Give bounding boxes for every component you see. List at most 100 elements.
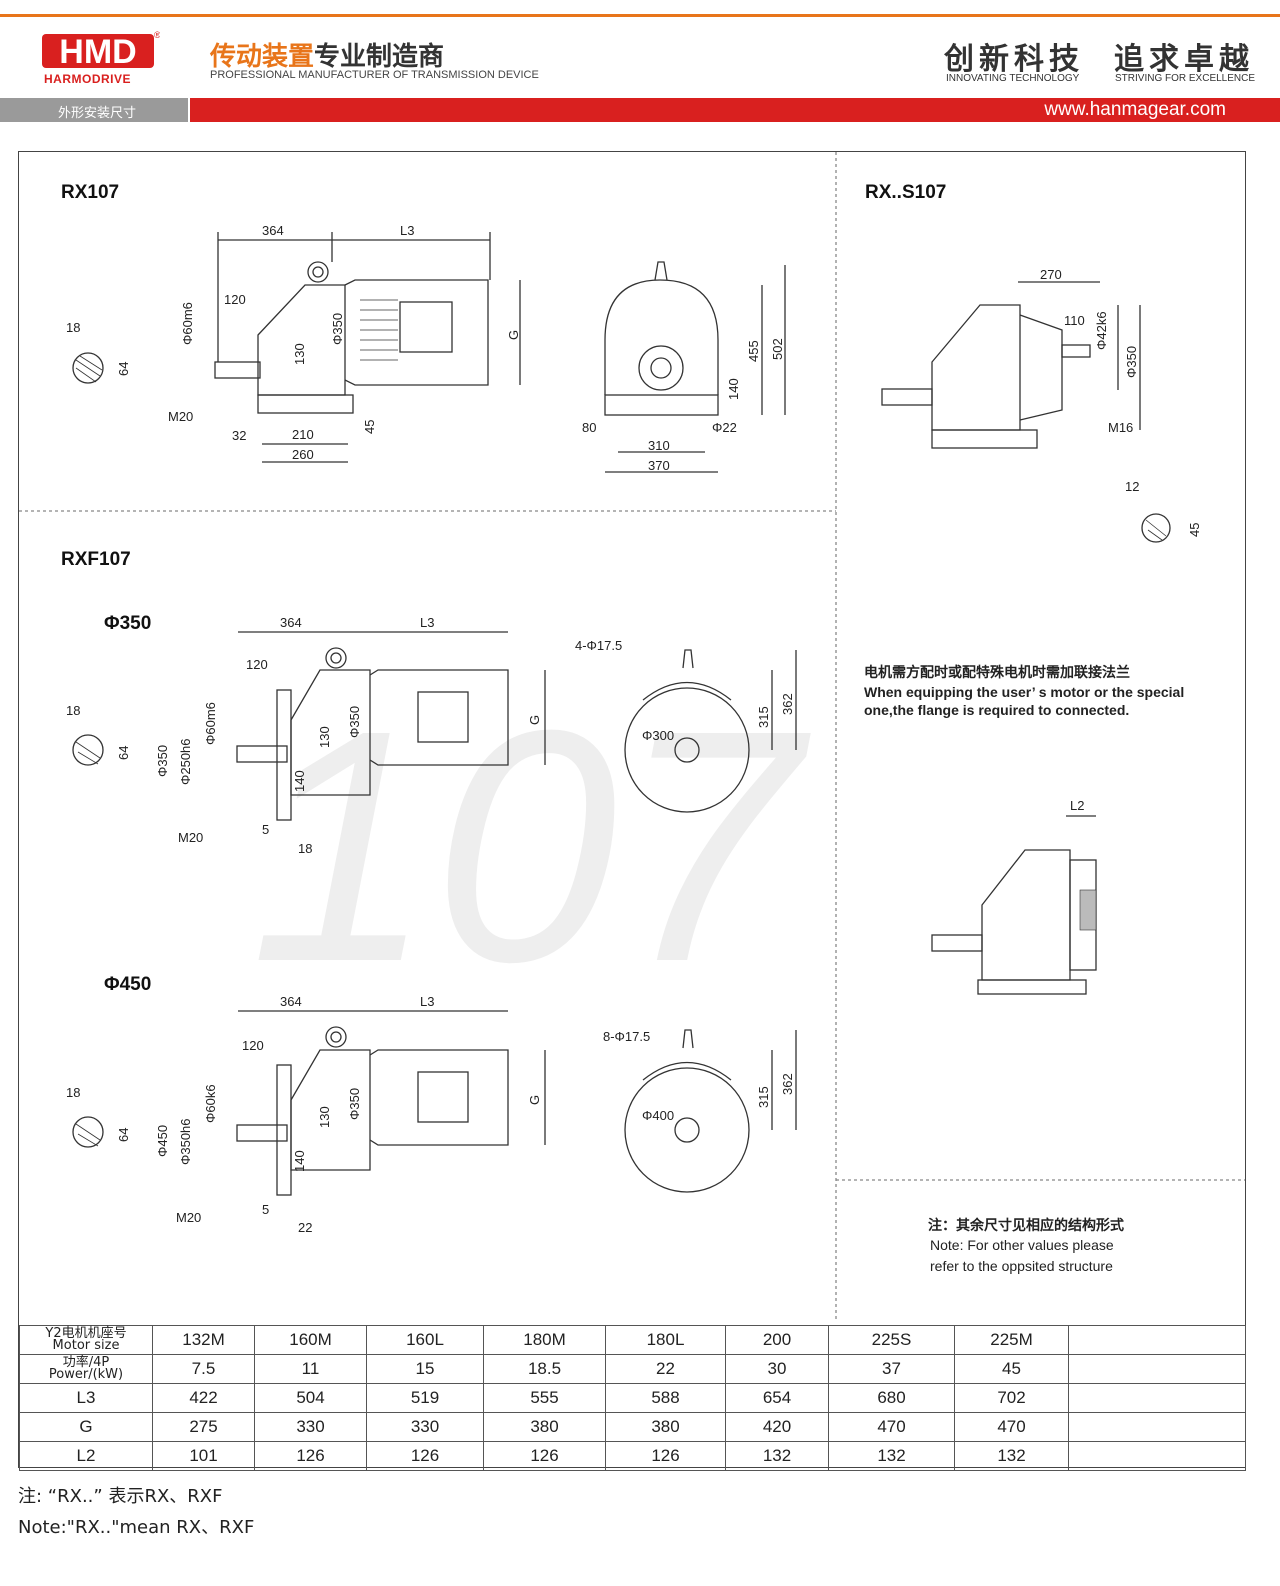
table-cell: 15 [366,1354,484,1384]
slogan-innovating-cn: 创新科技 [944,42,1084,77]
rx107-front-view [604,261,786,473]
table-cell: 330 [366,1412,484,1442]
rx107-dim: Φ22 [712,420,737,435]
table-cell: 18.5 [483,1354,606,1384]
rxf450-dim: 22 [298,1220,312,1235]
table-cell-empty [1068,1325,1246,1355]
rxf450-dim: G [527,1095,542,1105]
rxf450-dim: 120 [242,1038,264,1053]
rxs107-side-view [881,281,1171,543]
rx107-dim: 32 [232,428,246,443]
rxs107-dim: L2 [1070,798,1084,813]
rx107-dim: L3 [400,223,414,238]
label-phi450: Φ450 [104,974,152,995]
rxf450-dim: 364 [280,994,302,1009]
rx107-dim: 455 [746,340,761,362]
rxf450-dim: Φ450 [155,1125,170,1157]
table-cell: 380 [483,1412,606,1442]
table-cell: 702 [954,1383,1069,1413]
note-flange-en-1: When equipping the user’ s motor or the … [864,684,1185,700]
watermark-107: 107 [250,661,813,1030]
table-cell: 22 [605,1354,726,1384]
tagline-cn: 传动装置专业制造商 [210,36,444,73]
logo-registered-mark: ® [154,30,160,40]
rxs107-dim: 45 [1187,523,1202,537]
table-cell: 7.5 [152,1354,255,1384]
table-cell: 470 [828,1412,955,1442]
row-header-cn: 功率/4P [62,1355,110,1370]
rxs107-dim: 110 [1064,313,1085,328]
rx107-dim: Φ350 [330,313,345,345]
title-rx107: RX107 [61,182,120,203]
rx107-dim: 260 [292,447,314,462]
rx107-dim: 364 [262,223,284,238]
rx107-dim: 370 [648,458,670,473]
rxf350-dim: 120 [246,657,268,672]
rx107-side-view [72,232,521,463]
rxf350-dim: 140 [292,770,307,792]
tagline-cn-b: 专业制造商 [314,42,445,72]
row-header-en: Motor size [52,1338,120,1353]
rxf350-dim: 364 [280,615,302,630]
rxs107-dim: M16 [1108,420,1133,435]
section-label-bar: 外形安装尺寸 [0,98,188,122]
rxf350-dim: 362 [780,693,795,715]
rxf350-dim: Φ300 [642,728,674,743]
table-cell: 422 [152,1383,255,1413]
table-cell: 160L [366,1325,484,1355]
slogan-striving-en: STRIVING FOR EXCELLENCE [1115,73,1256,84]
rxf350-dim: 18 [298,841,312,856]
website-link[interactable]: www.hanmagear.com [1044,99,1226,120]
title-rxf107: RXF107 [61,549,131,570]
rxf350-dim: L3 [420,615,434,630]
rxf350-dim: Φ250h6 [178,738,193,785]
section-label: 外形安装尺寸 [58,106,137,121]
row-header: L3 [19,1383,153,1413]
footer-note-en: Note:"RX.."mean RX、RXF [18,1517,255,1538]
rxs107-dim: 12 [1125,479,1139,494]
rxf450-dim: Φ400 [642,1108,674,1123]
rx107-dim: 310 [648,438,670,453]
table-cell: 225M [954,1325,1069,1355]
table-cell: 180M [483,1325,606,1355]
title-rxs107: RX..S107 [865,182,947,203]
rxf450-dim: 140 [292,1150,307,1172]
rx107-dim: 45 [362,420,377,434]
rxf450-dim: 64 [116,1128,131,1142]
rxf350-dim: M20 [178,830,203,845]
row-header-cn: Y2电机机座号 [45,1326,127,1341]
rx107-dim: 130 [292,343,307,365]
slogan-striving-cn: 追求卓越 [1114,42,1254,77]
rxf350-dim: 130 [317,726,332,748]
note-other-en-1: Note: For other values please [930,1237,1114,1253]
rxf350-dim: Φ350 [155,745,170,777]
table-cell: 132M [152,1325,255,1355]
rxf450-dim: 8-Φ17.5 [603,1029,650,1044]
rxf450-dim: Φ350h6 [178,1118,193,1165]
rxf107-phi450-side-view [72,1010,546,1196]
rxs107-dim: Φ42k6 [1094,311,1109,350]
table-cell-empty [1068,1412,1246,1442]
harmodrive-logo-icon: HMD ® [42,30,160,71]
rxf450-dim: 18 [66,1085,80,1100]
table-cell: 30 [725,1354,829,1384]
table-cell-empty [1068,1383,1246,1413]
rx107-dim: Φ60m6 [180,302,195,345]
table-cell: 180L [605,1325,726,1355]
rxf450-dim: Φ350 [347,1088,362,1120]
rxf350-dim: 5 [262,822,269,837]
rx107-dim: 120 [224,292,246,307]
table-row: L2 101 126 126 126 126 132 132 132 [19,1441,1246,1471]
rxf450-dim: Φ60k6 [203,1084,218,1123]
footer-note-cn: 注: “RX..” 表示RX、RXF [18,1486,223,1507]
rx107-dim: 64 [116,362,131,376]
note-flange-cn: 电机需方配时或配特殊电机时需加联接法兰 [864,665,1130,681]
table-row: G 275 330 330 380 380 420 470 470 [19,1412,1246,1442]
table-cell: 275 [152,1412,255,1442]
rxf450-dim: M20 [176,1210,201,1225]
rx107-dim: 502 [770,338,785,360]
